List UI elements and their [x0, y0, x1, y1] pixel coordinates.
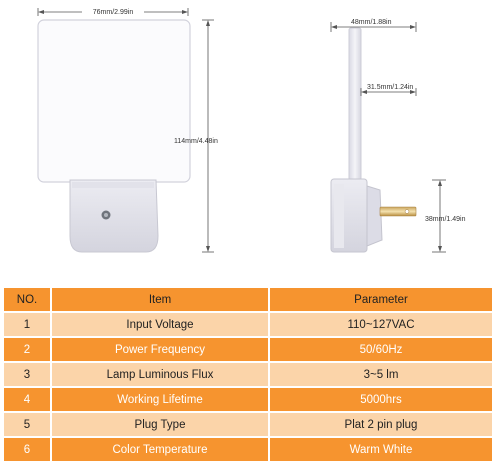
table-cell: 1 [4, 312, 52, 338]
side-depth-label: 48mm/1.88in [351, 19, 392, 26]
table-header-cell: Item [51, 288, 270, 313]
plug-prong [379, 206, 417, 217]
table-cell: Power Frequency [51, 337, 270, 363]
table-cell: Lamp Luminous Flux [51, 362, 270, 388]
front-base [69, 179, 159, 253]
table-cell: 3~5 lm [269, 362, 492, 388]
base-height-label: 38mm/1.49in [425, 216, 466, 223]
table-cell: Plat 2 pin plug [269, 412, 492, 438]
table-cell: 5 [4, 412, 52, 438]
table-cell: 3 [4, 362, 52, 388]
table-cell: Input Voltage [51, 312, 270, 338]
table-cell: 6 [4, 437, 52, 463]
table-cell: 110~127VAC [269, 312, 492, 338]
front-height-label: 114mm/4.48in [174, 138, 218, 145]
table-cell: Plug Type [51, 412, 270, 438]
table-cell: Color Temperature [51, 437, 270, 463]
plug-body [366, 185, 383, 247]
table-header-cell: Parameter [269, 288, 492, 313]
table-cell: 50/60Hz [269, 337, 492, 363]
side-panel [348, 27, 362, 181]
table-cell: Warm White [269, 437, 492, 463]
table-cell: Working Lifetime [51, 387, 270, 413]
table-cell: 5000hrs [269, 387, 492, 413]
front-panel [37, 19, 191, 183]
table-cell: 2 [4, 337, 52, 363]
front-view: 76mm/2.99in 114mm/4.48in [37, 7, 218, 253]
plug-length-label: 31.5mm/1.24in [367, 84, 413, 91]
table-header-cell: NO. [4, 288, 52, 313]
product-dimension-diagram: 76mm/2.99in 114mm/4.48in 48mm/1.88in 31.… [37, 7, 466, 253]
front-width-label: 76mm/2.99in [93, 9, 134, 16]
table-cell: 4 [4, 387, 52, 413]
side-view: 48mm/1.88in 31.5mm/1.24in 38mm/1.49in [330, 19, 466, 253]
